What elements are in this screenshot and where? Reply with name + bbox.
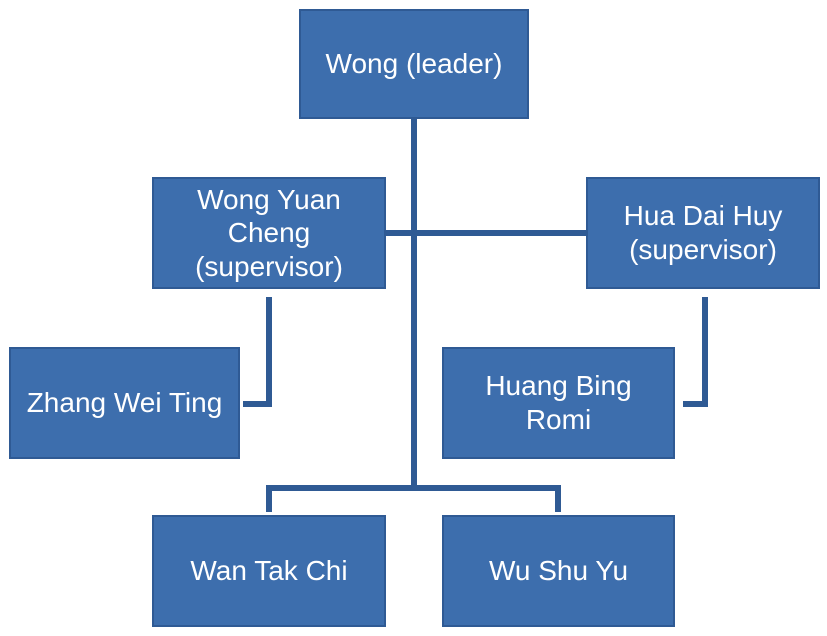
- assistant-link-right: [683, 297, 708, 407]
- node-supervisor-left-label: Wong Yuan Cheng (supervisor): [195, 183, 343, 282]
- node-member-huang-label: Huang Bing Romi: [485, 370, 632, 435]
- node-member-huang: Huang Bing Romi: [442, 347, 675, 459]
- node-member-zhang-label: Zhang Wei Ting: [26, 387, 223, 419]
- node-member-wan-label: Wan Tak Chi: [190, 555, 348, 587]
- node-member-wu: Wu Shu Yu: [442, 515, 675, 627]
- assistant-link-left: [243, 297, 272, 407]
- node-leader-label: Wong (leader): [325, 48, 503, 80]
- node-member-zhang: Zhang Wei Ting: [9, 347, 240, 459]
- node-member-wu-label: Wu Shu Yu: [488, 555, 629, 587]
- node-leader: Wong (leader): [299, 9, 529, 119]
- node-member-wan: Wan Tak Chi: [152, 515, 386, 627]
- node-supervisor-right: Hua Dai Huy (supervisor): [586, 177, 820, 289]
- node-supervisor-left: Wong Yuan Cheng (supervisor): [152, 177, 386, 289]
- node-supervisor-right-label: Hua Dai Huy (supervisor): [623, 200, 783, 265]
